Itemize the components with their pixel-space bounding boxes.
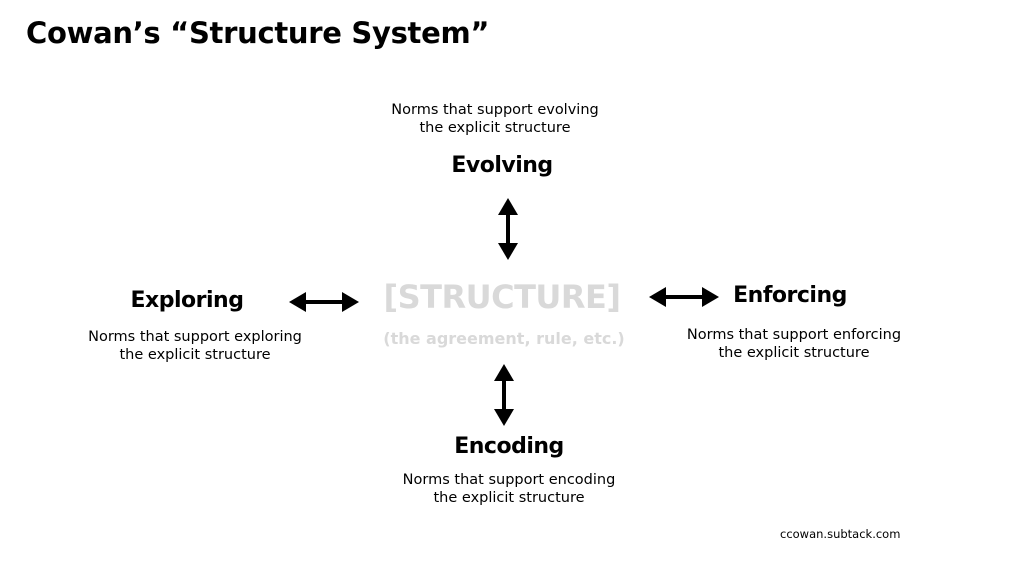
encoding-heading: Encoding — [454, 434, 564, 459]
page-title: Cowan’s “Structure System” — [26, 16, 490, 50]
enforcing-double-arrow — [649, 287, 719, 307]
enforcing-heading: Enforcing — [733, 283, 847, 308]
exploring-description: Norms that support exploring the explici… — [88, 328, 302, 364]
exploring-double-arrow — [289, 292, 359, 312]
evolving-description: Norms that support evolving the explicit… — [391, 101, 598, 137]
evolving-heading: Evolving — [451, 153, 553, 178]
exploring-description-line-1: Norms that support exploring — [88, 329, 302, 345]
encoding-description: Norms that support encoding the explicit… — [403, 471, 616, 507]
encoding-description-line-1: Norms that support encoding — [402, 472, 616, 488]
enforcing-description-line-2: the explicit structure — [718, 345, 870, 361]
footer-source: ccowan.subtack.com — [780, 527, 901, 541]
enforcing-description-line-1: Norms that support enforcing — [686, 327, 902, 343]
evolving-double-arrow — [498, 198, 518, 260]
encoding-double-arrow — [494, 364, 514, 426]
exploring-description-line-2: the explicit structure — [119, 347, 271, 363]
structure-label: [STRUCTURE] — [383, 278, 621, 316]
structure-sublabel: (the agreement, rule, etc.) — [383, 329, 625, 348]
encoding-description-line-2: the explicit structure — [433, 490, 585, 506]
exploring-heading: Exploring — [130, 288, 244, 313]
evolving-description-line-1: Norms that support evolving — [391, 102, 599, 118]
evolving-description-line-2: the explicit structure — [419, 120, 571, 136]
enforcing-description: Norms that support enforcing the explici… — [687, 326, 901, 362]
